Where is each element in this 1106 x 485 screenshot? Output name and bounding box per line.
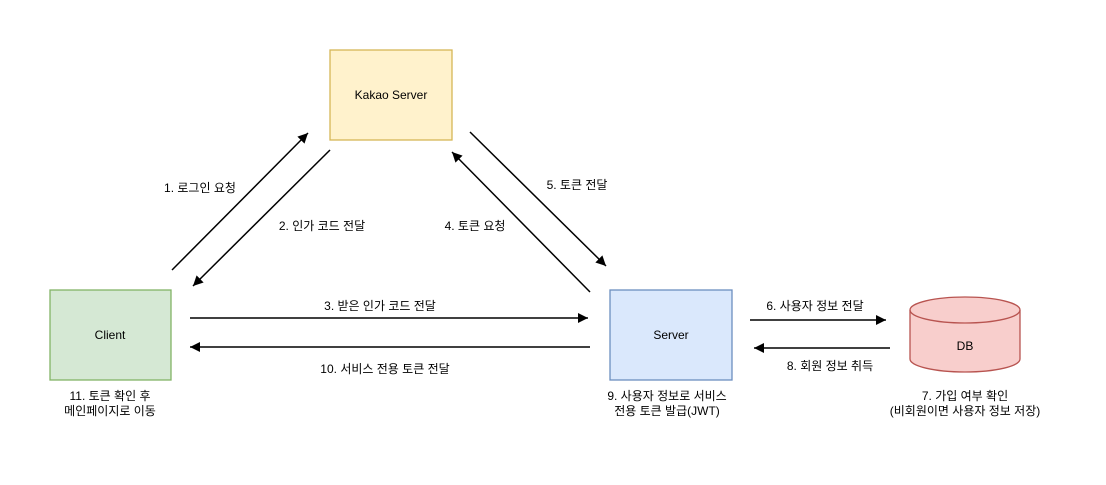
server-box — [609, 289, 733, 381]
edge-2-arrow — [192, 149, 331, 287]
caption-client: 11. 토큰 확인 후 메인페이지로 이동 — [64, 389, 156, 418]
caption-db: 7. 가입 여부 확인 (비회원이면 사용자 정보 저장) — [890, 389, 1040, 418]
edge-5-label: 5. 토큰 전달 — [547, 178, 608, 192]
node-kakao-server: Kakao Server — [329, 49, 453, 141]
node-client: Client — [49, 289, 172, 381]
database-cylinder-top-edge — [909, 309, 1021, 324]
caption-client-line1: 11. 토큰 확인 후 — [70, 389, 151, 403]
caption-client-line2: 메인페이지로 이동 — [64, 404, 156, 418]
server-label: Server — [653, 328, 688, 342]
edge-1-arrow — [171, 132, 309, 271]
caption-server-line2: 전용 토큰 발급(JWT) — [614, 404, 720, 418]
edge-1-login-request: 1. 로그인 요청 — [164, 132, 309, 271]
edge-4-arrow — [451, 151, 591, 293]
node-db: DB — [909, 296, 1021, 373]
caption-db-line1: 7. 가입 여부 확인 — [922, 389, 1008, 403]
database-cylinder-icon — [909, 296, 1021, 373]
edge-5-arrow — [469, 131, 607, 267]
edge-3-forward-auth-code: 3. 받은 인가 코드 전달 — [190, 299, 588, 323]
caption-server-line1: 9. 사용자 정보로 서비스 — [607, 389, 726, 403]
edge-1-label: 1. 로그인 요청 — [164, 181, 236, 195]
edge-2-auth-code: 2. 인가 코드 전달 — [192, 149, 365, 287]
client-label: Client — [95, 328, 126, 342]
caption-db-line2: (비회원이면 사용자 정보 저장) — [890, 404, 1040, 418]
edge-5-token-delivery: 5. 토큰 전달 — [469, 131, 608, 267]
edge-10-label: 10. 서비스 전용 토큰 전달 — [320, 362, 449, 376]
edge-2-label: 2. 인가 코드 전달 — [279, 219, 365, 233]
kakao-server-box — [329, 49, 453, 141]
node-server: Server — [609, 289, 733, 381]
caption-server: 9. 사용자 정보로 서비스 전용 토큰 발급(JWT) — [607, 389, 726, 418]
client-box — [49, 289, 172, 381]
edge-4-label: 4. 토큰 요청 — [445, 219, 506, 233]
db-label: DB — [957, 339, 974, 353]
edge-6-user-info: 6. 사용자 정보 전달 — [750, 299, 886, 325]
edge-4-token-request: 4. 토큰 요청 — [445, 151, 591, 293]
edge-8-label: 8. 회원 정보 취득 — [787, 359, 873, 373]
edge-8-member-info: 8. 회원 정보 취득 — [754, 343, 890, 373]
kakao-server-label: Kakao Server — [355, 88, 428, 102]
edge-3-label: 3. 받은 인가 코드 전달 — [324, 299, 436, 313]
edge-6-label: 6. 사용자 정보 전달 — [766, 299, 863, 313]
edge-10-service-token: 10. 서비스 전용 토큰 전달 — [190, 342, 590, 376]
